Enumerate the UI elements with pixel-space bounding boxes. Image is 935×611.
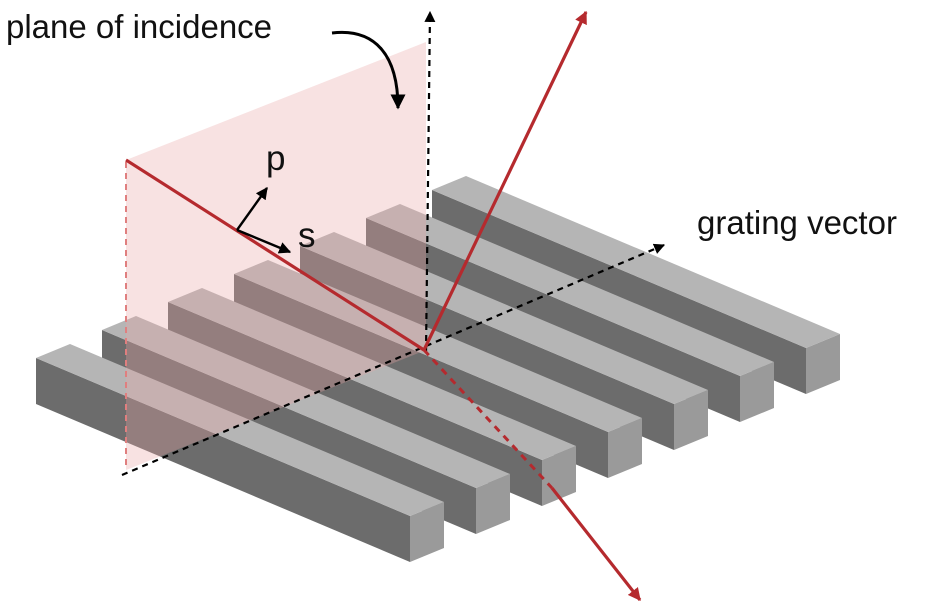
grating-bar-top xyxy=(300,232,708,404)
incident-beam xyxy=(125,158,425,352)
grating-bar-top xyxy=(102,316,510,488)
grating-bar-top xyxy=(366,204,774,376)
grating-bars xyxy=(36,176,840,562)
transmitted-beam xyxy=(550,487,642,602)
p-polarization-arrow xyxy=(236,187,268,231)
grating-bar-end xyxy=(608,418,642,478)
normal-axis xyxy=(424,10,436,353)
plane-pointer-arrow xyxy=(331,30,406,110)
grating-bar-side xyxy=(36,358,410,562)
plane-of-incidence-label: plane of incidence xyxy=(6,8,273,45)
s-label: s xyxy=(298,216,316,255)
grating-bar-end xyxy=(806,334,840,394)
grating-bar-top xyxy=(168,288,576,460)
grating-bar-end xyxy=(410,502,444,562)
grating-bar-end xyxy=(740,362,774,422)
p-label: p xyxy=(266,139,286,178)
grating-bar-end xyxy=(476,474,510,534)
grating-bar-top xyxy=(36,344,444,516)
grating-bar-end xyxy=(542,446,576,506)
grating-bar xyxy=(36,344,444,562)
transmitted-beam-dashed xyxy=(422,348,554,490)
grating-bar-top xyxy=(432,176,840,348)
grating-bar-top xyxy=(234,260,642,432)
s-polarization-arrow xyxy=(236,228,292,254)
grating-bar-end xyxy=(674,390,708,450)
grating-vector-label: grating vector xyxy=(697,204,897,241)
reflected-beam xyxy=(422,10,588,351)
